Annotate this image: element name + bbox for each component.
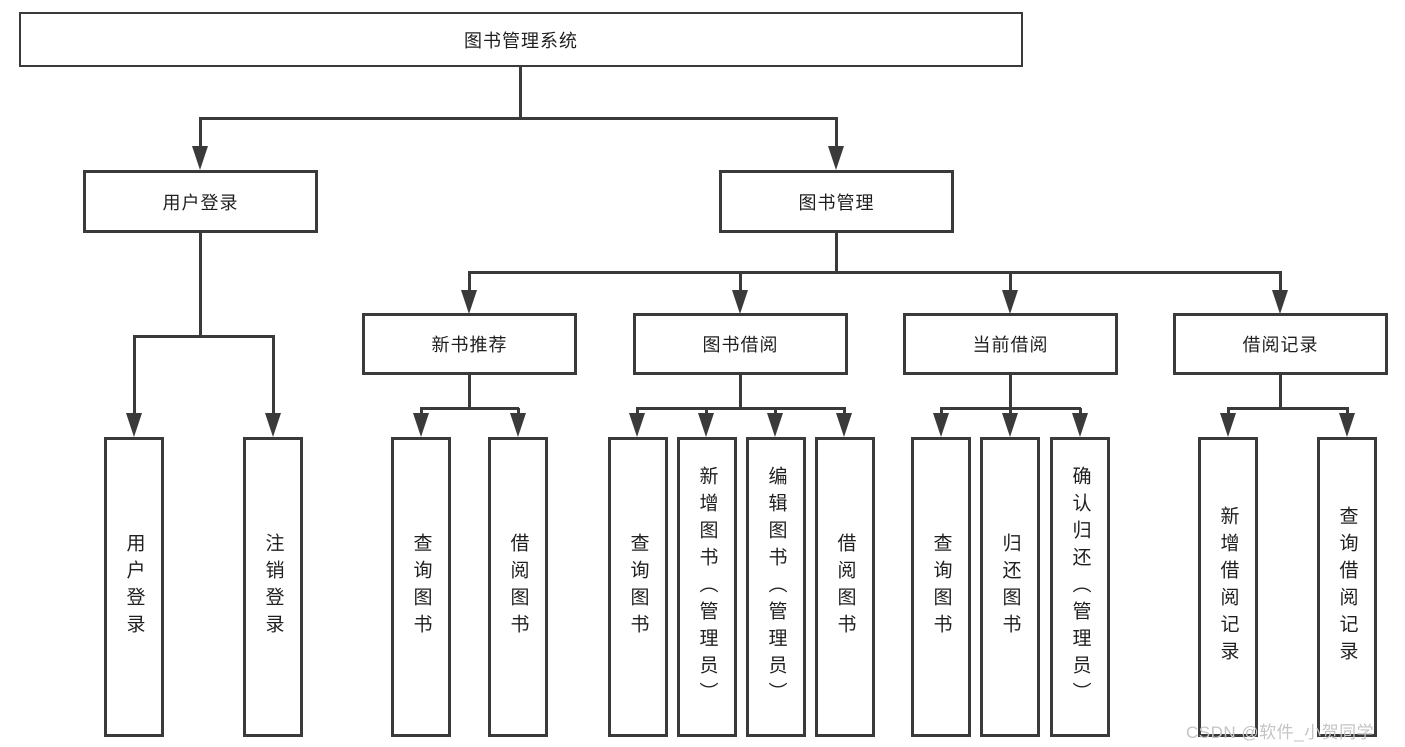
leaf-query-book-1: 查询图书 xyxy=(391,437,451,737)
connector-book-management-stem xyxy=(835,233,838,272)
node-book-borrow: 图书借阅 xyxy=(633,313,848,375)
node-book-borrow-label: 图书借阅 xyxy=(702,335,779,355)
leaf-query-book-2-label: 查询图书 xyxy=(627,533,649,641)
node-borrow-records-label: 借阅记录 xyxy=(1242,335,1319,355)
arrowhead-leaf-query-book-2 xyxy=(629,413,645,437)
leaf-logout: 注销登录 xyxy=(243,437,303,737)
leaf-query-book-3-label: 查询图书 xyxy=(930,533,952,641)
arrowhead-book-borrow xyxy=(732,290,748,314)
leaf-return-book-label: 归还图书 xyxy=(999,533,1021,641)
leaf-borrow-book-1: 借阅图书 xyxy=(488,437,548,737)
arrowhead-leaf-add-book xyxy=(698,413,714,437)
connector-book-borrow-split xyxy=(636,406,846,410)
arrowhead-book-management xyxy=(828,146,844,170)
connector-user-login-split xyxy=(132,334,275,338)
connector-borrow-records-stem xyxy=(1279,375,1282,408)
connector-to-leaf-login xyxy=(132,336,136,414)
leaf-query-book-3: 查询图书 xyxy=(911,437,971,737)
connector-new-book-split xyxy=(419,406,519,410)
arrowhead-leaf-borrow-book-1 xyxy=(509,413,526,437)
node-current-borrow-label: 当前借阅 xyxy=(972,335,1049,355)
arrowhead-leaf-return-book xyxy=(1001,413,1018,437)
leaf-confirm-return-admin-label: 确认归还（管理员） xyxy=(1069,465,1091,709)
connector-borrow-records-split xyxy=(1226,406,1349,410)
connector-to-current-borrow xyxy=(1009,272,1012,292)
arrowhead-leaf-query-record xyxy=(1338,413,1355,437)
arrowhead-leaf-logout xyxy=(264,413,281,437)
leaf-user-login: 用户登录 xyxy=(104,437,164,737)
node-user-login-label: 用户登录 xyxy=(162,192,239,213)
connector-to-new-book xyxy=(468,272,471,292)
leaf-borrow-book-2: 借阅图书 xyxy=(815,437,875,737)
node-borrow-records: 借阅记录 xyxy=(1173,313,1388,375)
node-new-book-recommend-label: 新书推荐 xyxy=(431,335,508,355)
arrowhead-leaf-borrow-book-2 xyxy=(836,413,852,437)
leaf-query-book-2: 查询图书 xyxy=(608,437,668,737)
connector-current-borrow-stem xyxy=(1009,375,1012,408)
arrowhead-borrow-records xyxy=(1272,290,1288,314)
arrowhead-leaf-confirm-return xyxy=(1071,413,1088,437)
leaf-add-book-admin: 新增图书（管理员） xyxy=(677,437,737,737)
leaf-user-login-label: 用户登录 xyxy=(123,533,145,641)
arrowhead-user-login xyxy=(191,146,208,170)
arrowhead-leaf-edit-book xyxy=(767,413,783,437)
connector-top-split xyxy=(198,116,838,120)
node-user-login: 用户登录 xyxy=(83,170,318,233)
csdn-watermark: CSDN @软件_小贺同学 xyxy=(1186,723,1375,742)
arrowhead-leaf-query-book-1 xyxy=(412,413,429,437)
node-book-management-label: 图书管理 xyxy=(798,192,875,213)
leaf-query-borrow-record-label: 查询借阅记录 xyxy=(1336,506,1358,668)
leaf-confirm-return-admin: 确认归还（管理员） xyxy=(1050,437,1110,737)
connector-root-stem xyxy=(518,67,522,119)
leaf-edit-book-admin: 编辑图书（管理员） xyxy=(746,437,806,737)
arrowhead-current-borrow xyxy=(1002,290,1018,314)
connector-to-book-borrow xyxy=(739,272,742,292)
node-book-management: 图书管理 xyxy=(719,170,954,233)
connector-book-management-split xyxy=(468,270,1282,274)
leaf-query-book-1-label: 查询图书 xyxy=(410,533,432,641)
leaf-edit-book-admin-label: 编辑图书（管理员） xyxy=(765,465,787,709)
leaf-add-borrow-record-label: 新增借阅记录 xyxy=(1217,506,1239,668)
arrowhead-leaf-query-book-3 xyxy=(932,413,949,437)
leaf-logout-label: 注销登录 xyxy=(262,533,284,641)
connector-user-login-stem xyxy=(199,233,202,336)
leaf-add-book-admin-label: 新增图书（管理员） xyxy=(696,465,718,709)
connector-to-borrow-records xyxy=(1279,272,1282,292)
connector-to-book-management xyxy=(835,118,838,150)
arrowhead-leaf-login xyxy=(125,413,142,437)
leaf-borrow-book-1-label: 借阅图书 xyxy=(507,533,529,641)
connector-to-user-login xyxy=(198,118,202,150)
node-root-label: 图书管理系统 xyxy=(464,30,578,51)
arrowhead-leaf-add-record xyxy=(1219,413,1236,437)
leaf-query-borrow-record: 查询借阅记录 xyxy=(1317,437,1377,737)
leaf-add-borrow-record: 新增借阅记录 xyxy=(1198,437,1258,737)
node-current-borrow: 当前借阅 xyxy=(903,313,1118,375)
leaf-borrow-book-2-label: 借阅图书 xyxy=(834,533,856,641)
arrowhead-new-book xyxy=(461,290,477,314)
leaf-return-book: 归还图书 xyxy=(980,437,1040,737)
node-new-book-recommend: 新书推荐 xyxy=(362,313,577,375)
connector-to-leaf-logout xyxy=(271,336,275,414)
connector-new-book-stem xyxy=(468,375,471,408)
node-root: 图书管理系统 xyxy=(19,12,1023,67)
connector-book-borrow-stem xyxy=(739,375,742,408)
